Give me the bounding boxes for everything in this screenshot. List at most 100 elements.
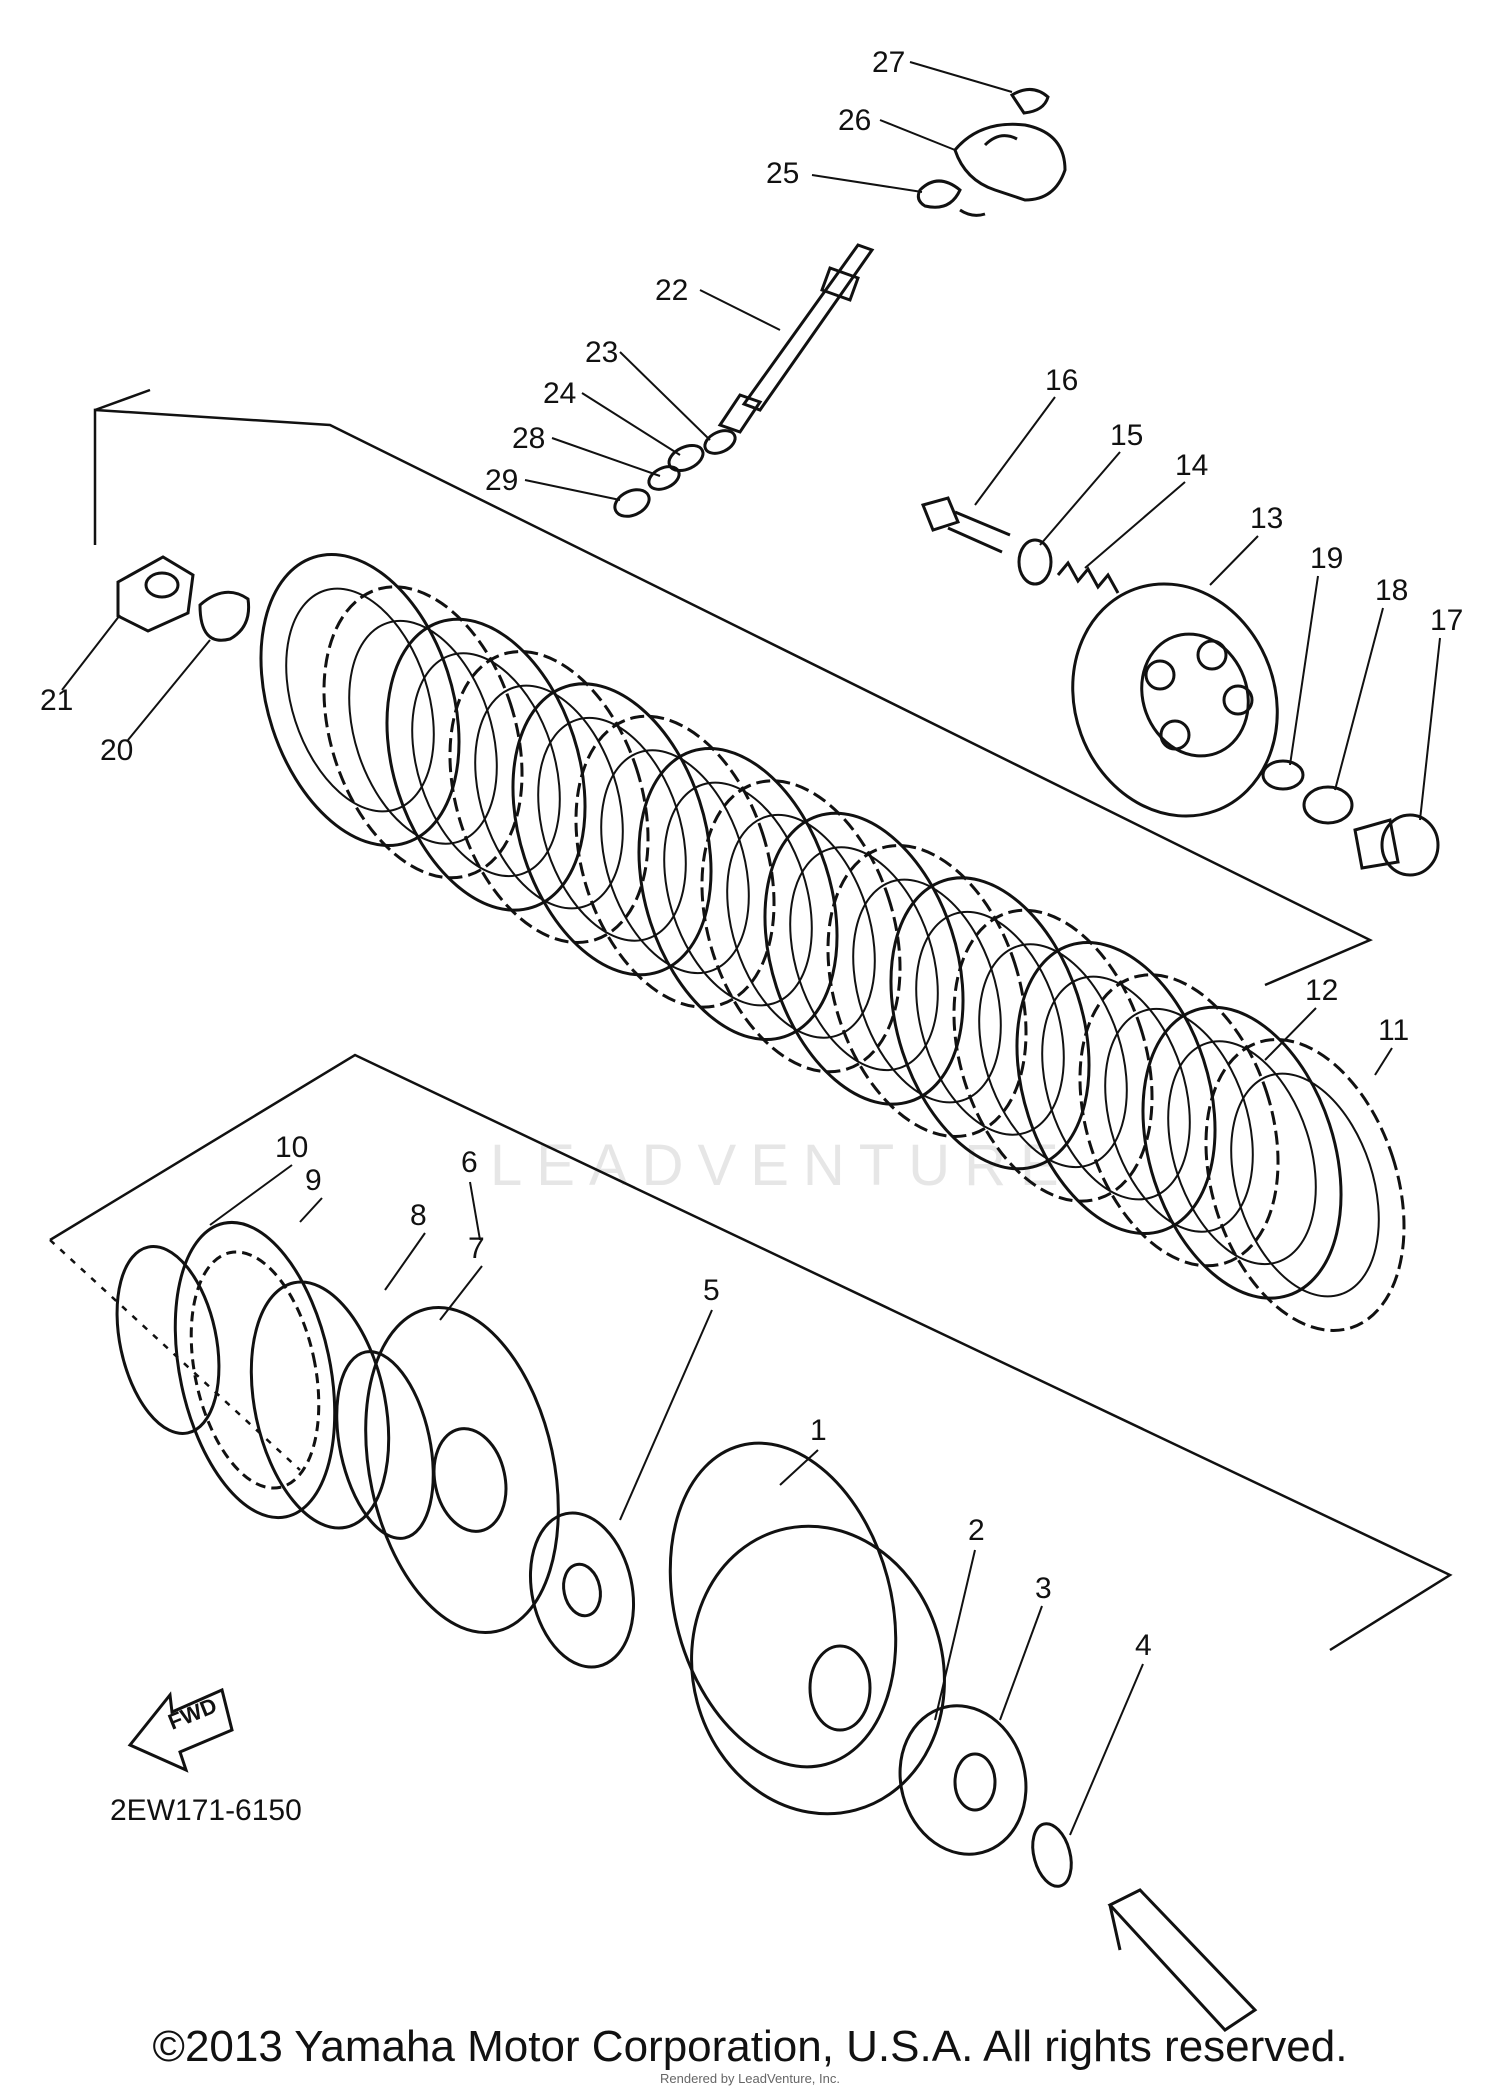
callout-26: 26 (838, 104, 871, 137)
leader-line (1209, 535, 1259, 586)
plate-inner-edge (537, 716, 687, 942)
callout-18: 18 (1375, 574, 1408, 607)
friction-plate (511, 682, 713, 977)
friction-plate (1141, 1005, 1343, 1300)
plate-inner-edge (348, 619, 498, 845)
group-frames (49, 388, 1453, 1652)
callout-29: 29 (485, 464, 518, 497)
friction-plate (1015, 941, 1217, 1235)
clutch-plate (322, 585, 524, 880)
callout-3: 3 (1035, 1572, 1052, 1605)
clutch-plate (574, 714, 776, 1009)
leader-line (934, 1549, 976, 1721)
plate-inner-edge (852, 878, 1002, 1104)
leader-line (619, 1309, 713, 1521)
watermark-text: LEADVENTURE (490, 1133, 1073, 1198)
callout-12: 12 (1305, 974, 1338, 1007)
clutch-plate (448, 650, 650, 944)
callout-14: 14 (1175, 449, 1208, 482)
callout-27: 27 (872, 46, 905, 79)
plate-inner-edge (663, 781, 813, 1007)
plate-inner-edge (474, 684, 624, 910)
clutch-plate (1078, 973, 1280, 1268)
callout-8: 8 (410, 1199, 427, 1232)
callout-22: 22 (655, 274, 688, 307)
leader-line (384, 1232, 426, 1291)
leader-line (1069, 1663, 1144, 1836)
callout-24: 24 (543, 377, 576, 410)
clutch-plate (700, 779, 902, 1074)
pressure-plate-assembly (920, 496, 1440, 877)
leader-line (61, 614, 121, 691)
part-callouts: 27 26 25 22 23 24 28 29 16 15 14 13 19 1… (40, 46, 1463, 1662)
callout-25: 25 (766, 157, 799, 190)
plate-inner-edge (411, 652, 561, 878)
callout-16: 16 (1045, 364, 1078, 397)
leader-line (1289, 575, 1319, 766)
friction-plate (259, 553, 461, 847)
plate-inner-edge (726, 813, 876, 1039)
leader-line (811, 174, 923, 193)
callout-6: 6 (461, 1146, 478, 1179)
callout-10: 10 (275, 1131, 308, 1164)
callout-21: 21 (40, 684, 73, 717)
callout-13: 13 (1250, 502, 1283, 535)
leader-line (524, 479, 621, 501)
leader-line (999, 1605, 1043, 1721)
friction-plate (763, 811, 965, 1106)
friction-plate (889, 876, 1091, 1171)
callout-17: 17 (1430, 604, 1463, 637)
leader-line (299, 1197, 323, 1223)
leader-line (127, 639, 211, 741)
leader-line (779, 1449, 819, 1486)
plate-inner-edge (285, 587, 435, 813)
diagram-code: 2EW171-6150 (110, 1794, 302, 1827)
friction-plate (385, 617, 587, 912)
plate-inner-edge (789, 846, 939, 1072)
leader-line (469, 1181, 481, 1241)
friction-plate (637, 747, 839, 1041)
callout-11: 11 (1378, 1014, 1409, 1047)
callout-7: 7 (468, 1232, 485, 1265)
leader-line (1084, 481, 1186, 569)
rendered-by-credit: Rendered by LeadVenture, Inc. (660, 2071, 840, 2086)
fwd-label: FWD (165, 1693, 221, 1735)
callout-4: 4 (1135, 1629, 1152, 1662)
leader-line (619, 351, 711, 441)
leader-line (879, 119, 956, 151)
copyright-notice: ©2013 Yamaha Motor Corporation, U.S.A. A… (152, 2022, 1348, 2071)
leader-lines (61, 61, 1441, 1836)
clutch-plate-stack (259, 553, 1406, 1332)
leader-line (699, 289, 781, 331)
leader-line (1374, 1047, 1393, 1076)
primary-gear-assembly (115, 1220, 636, 1669)
fwd-arrow-icon: FWD (127, 1687, 234, 1773)
leader-line (551, 437, 661, 477)
push-lever-assembly (116, 88, 1067, 642)
plate-inner-edge (1230, 1072, 1380, 1298)
leader-line (909, 61, 1013, 93)
callout-23: 23 (585, 336, 618, 369)
leader-line (974, 396, 1056, 506)
leader-line (209, 1164, 293, 1226)
callout-19: 19 (1310, 542, 1343, 575)
leader-line (581, 392, 681, 456)
clutch-plate (826, 844, 1028, 1138)
leader-line (1419, 637, 1441, 821)
leader-line (439, 1265, 483, 1321)
clutch-housing-assembly (668, 1441, 1258, 2032)
leader-line (1334, 607, 1384, 791)
plate-inner-edge (1104, 1007, 1254, 1233)
plate-inner-edge (915, 910, 1065, 1136)
callout-20: 20 (100, 734, 133, 767)
callout-2: 2 (968, 1514, 985, 1547)
clutch-plate (1204, 1038, 1406, 1332)
plate-inner-edge (600, 749, 750, 975)
callout-28: 28 (512, 422, 545, 455)
clutch-plate (952, 908, 1154, 1203)
leader-line (1264, 1007, 1317, 1061)
callout-9: 9 (305, 1164, 322, 1197)
callout-1: 1 (810, 1414, 827, 1447)
callout-5: 5 (703, 1274, 720, 1307)
